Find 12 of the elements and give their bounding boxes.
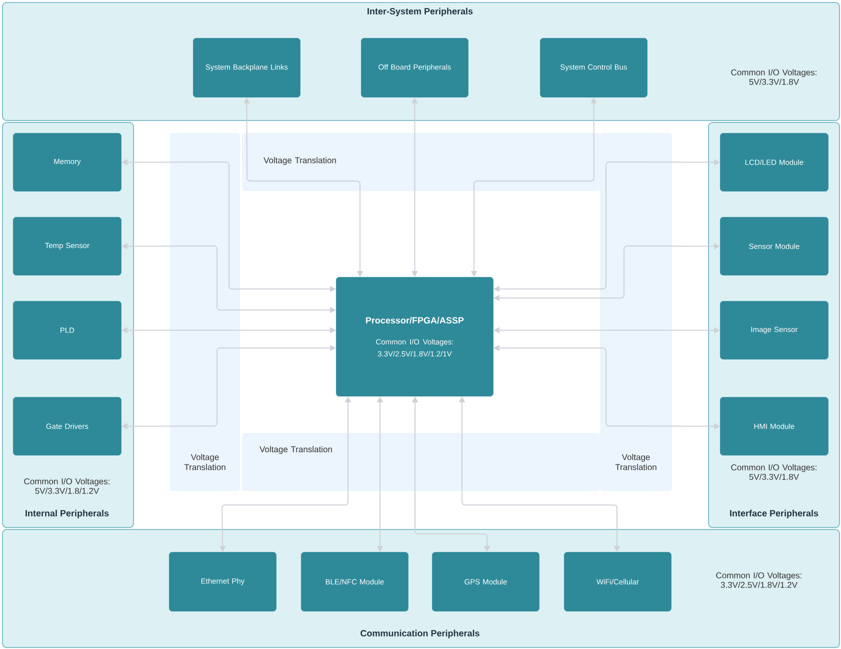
voltage-note: Common I/O Voltages: 3.3V/2.5V/1.8V/1.2V (716, 572, 802, 588)
band-label: Voltage Translation (264, 157, 336, 165)
voltage-note: Common I/O Voltages: 5V/3.3V/1.8V (731, 69, 816, 85)
voltage-note: Common I/O Voltages: 5V/3.3V/1.8/1.2V (24, 478, 110, 494)
band-label: Voltage Translation (615, 454, 656, 470)
band-label: Voltage Translation (260, 446, 332, 454)
panel-title: Communication Peripherals (360, 630, 480, 638)
band-label: Voltage Translation (184, 454, 226, 470)
voltage-note: Common I/O Voltages: 5V/3.3V/1.8V (731, 464, 816, 480)
panel-title: Inter-System Peripherals (368, 8, 473, 16)
panel-title: Interface Peripherals (730, 510, 818, 518)
panel-title: Internal Peripherals (26, 510, 109, 518)
